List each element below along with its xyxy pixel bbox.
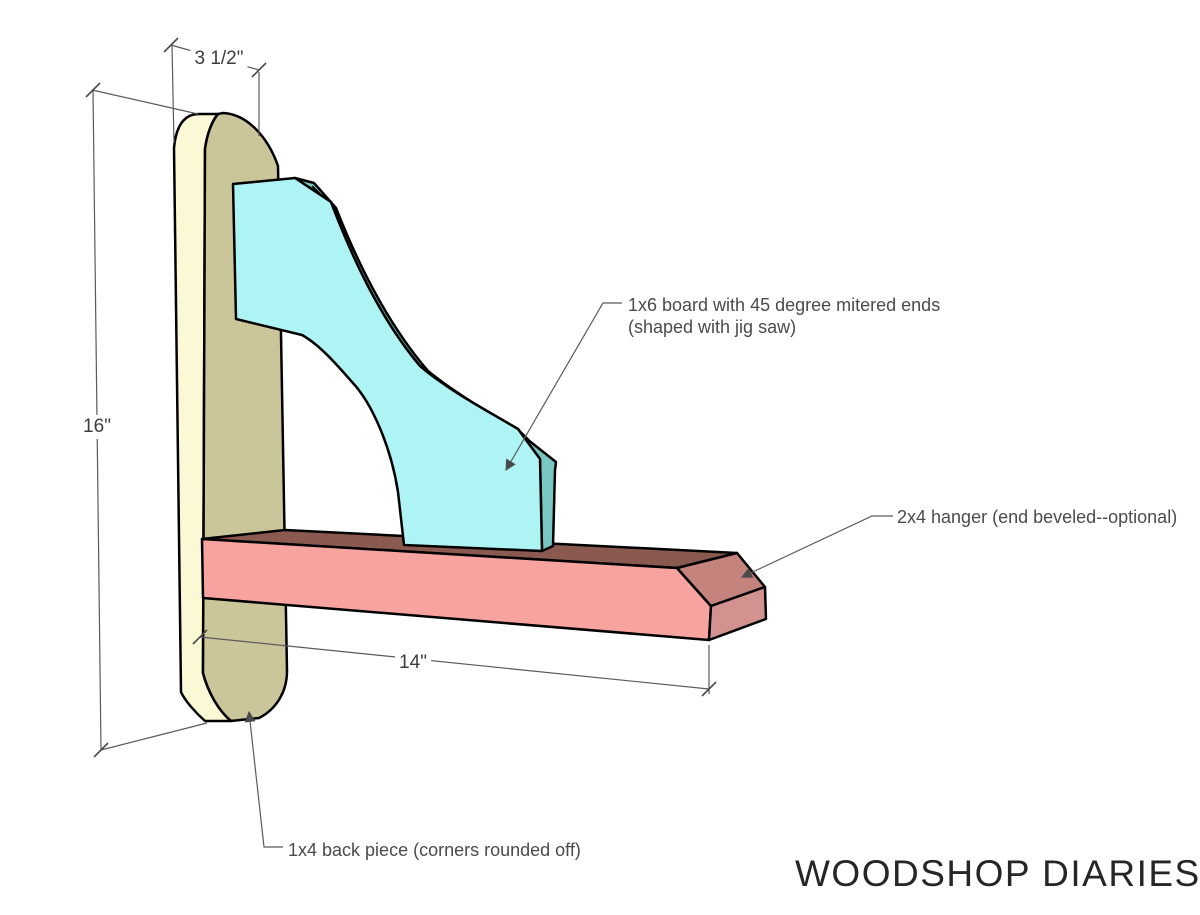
dimension-top-width-text: 3 1/2"	[190, 47, 248, 71]
dimension-bottom-length-text: 14"	[395, 651, 431, 675]
leader-hanger	[741, 515, 893, 578]
bracket-front-face	[231, 176, 544, 553]
label-bracket-line2: (shaped with jig saw)	[628, 317, 797, 337]
label-bracket-line1: 1x6 board with 45 degree mitered ends	[628, 295, 941, 315]
dimension-left-height-text: 16"	[79, 415, 115, 439]
dimension-bottom-length	[192, 629, 717, 697]
label-bracket: 1x6 board with 45 degree mitered ends (s…	[628, 294, 940, 338]
label-back-piece: 1x4 back piece (corners rounded off)	[288, 840, 581, 860]
leader-bracket	[505, 302, 622, 471]
label-hanger: 2x4 hanger (end beveled--optional)	[897, 507, 1178, 527]
leader-back-piece	[244, 710, 283, 848]
woodshop-diaries-logo: WOODSHOP DIARIES	[795, 853, 1200, 894]
hanger-end-face	[707, 585, 768, 642]
